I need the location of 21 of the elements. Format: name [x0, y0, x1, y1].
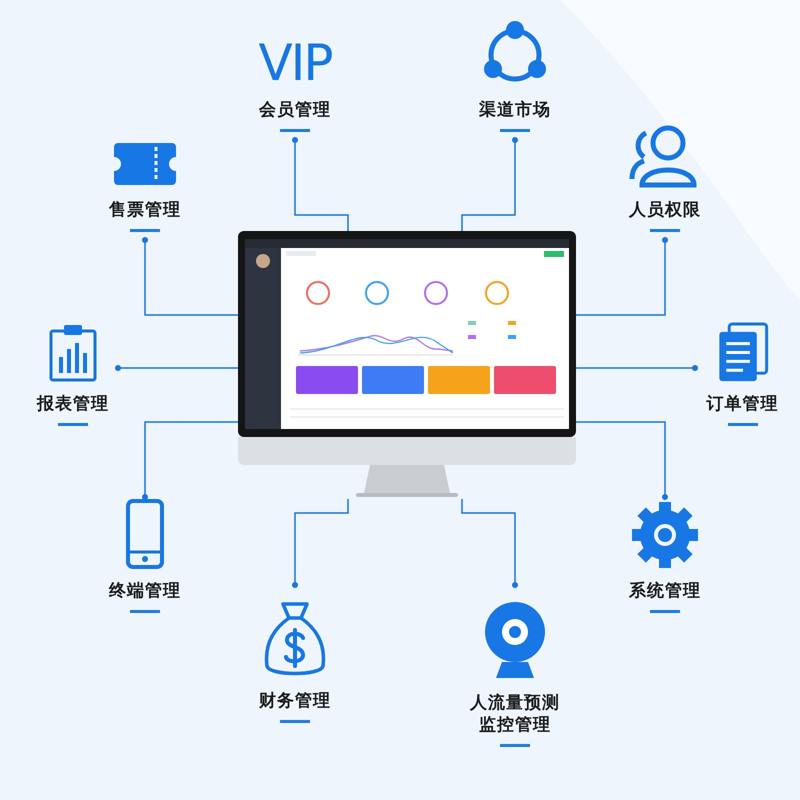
feature-label: 售票管理: [109, 199, 181, 221]
feature-label: 系统管理: [629, 580, 701, 602]
connector-line: [461, 137, 518, 231]
feature-label: 人流量预测监控管理: [468, 692, 561, 736]
connector-line: [142, 421, 238, 500]
connector-line: [576, 237, 668, 316]
feature-label: 订单管理: [706, 393, 778, 416]
feature-label: 渠道市场: [479, 99, 551, 121]
feature-label: 财务管理: [259, 690, 331, 712]
feature-label: 人员权限: [629, 199, 701, 221]
feature-label: 终端管理: [109, 580, 181, 602]
connector-line: [142, 237, 238, 316]
connector-line: [576, 421, 668, 500]
vip-text: VIP: [258, 37, 332, 89]
connector-line: [292, 499, 349, 588]
connector-line: [292, 137, 349, 231]
connector-line: [576, 365, 698, 371]
connector-line: [115, 365, 238, 371]
feature-label: 会员管理: [259, 99, 331, 121]
feature-label: 报表管理: [37, 393, 109, 415]
connector-line: [461, 499, 518, 588]
